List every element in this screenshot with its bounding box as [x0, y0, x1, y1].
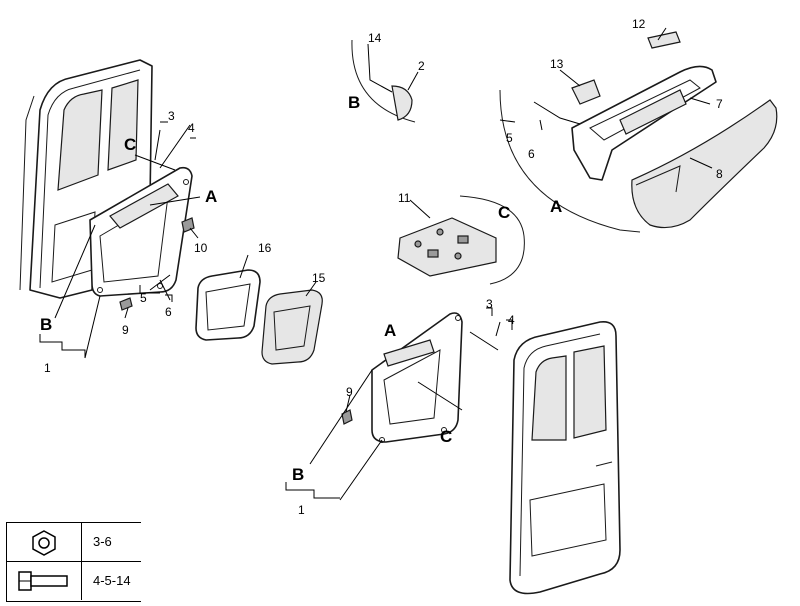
- callout-4-right: 4: [508, 313, 515, 327]
- callout-3-left: 3: [168, 109, 175, 123]
- left-door-frame: [19, 59, 153, 299]
- view-letter-a-top: A: [550, 197, 562, 216]
- callout-1-right: 1: [298, 503, 305, 517]
- callout-6-left: 6: [165, 305, 172, 319]
- callout-9-right: 9: [346, 385, 353, 399]
- fastener-part-9-left: [119, 297, 133, 311]
- fastener-legend: 3-6 4-5-14: [6, 522, 141, 602]
- callout-14: 14: [368, 31, 382, 45]
- trim-panel-part-15: [261, 289, 323, 365]
- legend-nut-ref: 3-6: [93, 534, 112, 549]
- legend-row-nut: 3-6: [7, 523, 141, 562]
- right-door-frame: [509, 320, 621, 595]
- callout-2: 2: [418, 59, 425, 73]
- callout-8: 8: [716, 167, 723, 181]
- callout-1-left: 1: [44, 361, 51, 375]
- callout-5-top: 5: [506, 131, 513, 145]
- callout-15: 15: [312, 271, 326, 285]
- callout-6-top: 6: [528, 147, 535, 161]
- callout-5-left: 5: [140, 291, 147, 305]
- view-letter-a-left: A: [205, 187, 217, 206]
- legend-row-bolt: 4-5-14: [7, 562, 141, 600]
- view-letter-c-left: C: [124, 135, 136, 154]
- callout-9-left: 9: [122, 323, 129, 337]
- legend-icon-cell: [7, 523, 82, 561]
- right-door-inner-panel: [371, 312, 463, 443]
- callout-3-right: 3: [486, 297, 493, 311]
- view-letter-a-right: A: [384, 321, 396, 340]
- hex-nut-icon: [32, 530, 56, 556]
- callout-11: 11: [398, 191, 411, 205]
- view-letter-b-top: B: [348, 93, 360, 112]
- detail-c-kit: [397, 195, 525, 285]
- legend-icon-cell: [7, 562, 82, 600]
- callout-16: 16: [258, 241, 272, 255]
- callout-12: 12: [632, 17, 646, 31]
- view-letter-c-right: C: [440, 427, 452, 446]
- left-door-inner-panel: [89, 166, 193, 297]
- fastener-part-9-right: [341, 409, 353, 425]
- callout-7: 7: [716, 97, 723, 111]
- view-letter-c-kit: C: [498, 203, 510, 222]
- detail-a-inset: [499, 31, 778, 233]
- callout-13: 13: [550, 57, 564, 71]
- legend-bolt-ref: 4-5-14: [93, 573, 131, 588]
- bolt-icon: [18, 571, 68, 591]
- trim-frame-part-16: [195, 269, 261, 341]
- view-letter-b-left: B: [40, 315, 52, 334]
- callout-10: 10: [194, 241, 208, 255]
- view-letter-b-right: B: [292, 465, 304, 484]
- detail-b-inset: [351, 39, 416, 123]
- callout-4-left: 4: [188, 121, 195, 135]
